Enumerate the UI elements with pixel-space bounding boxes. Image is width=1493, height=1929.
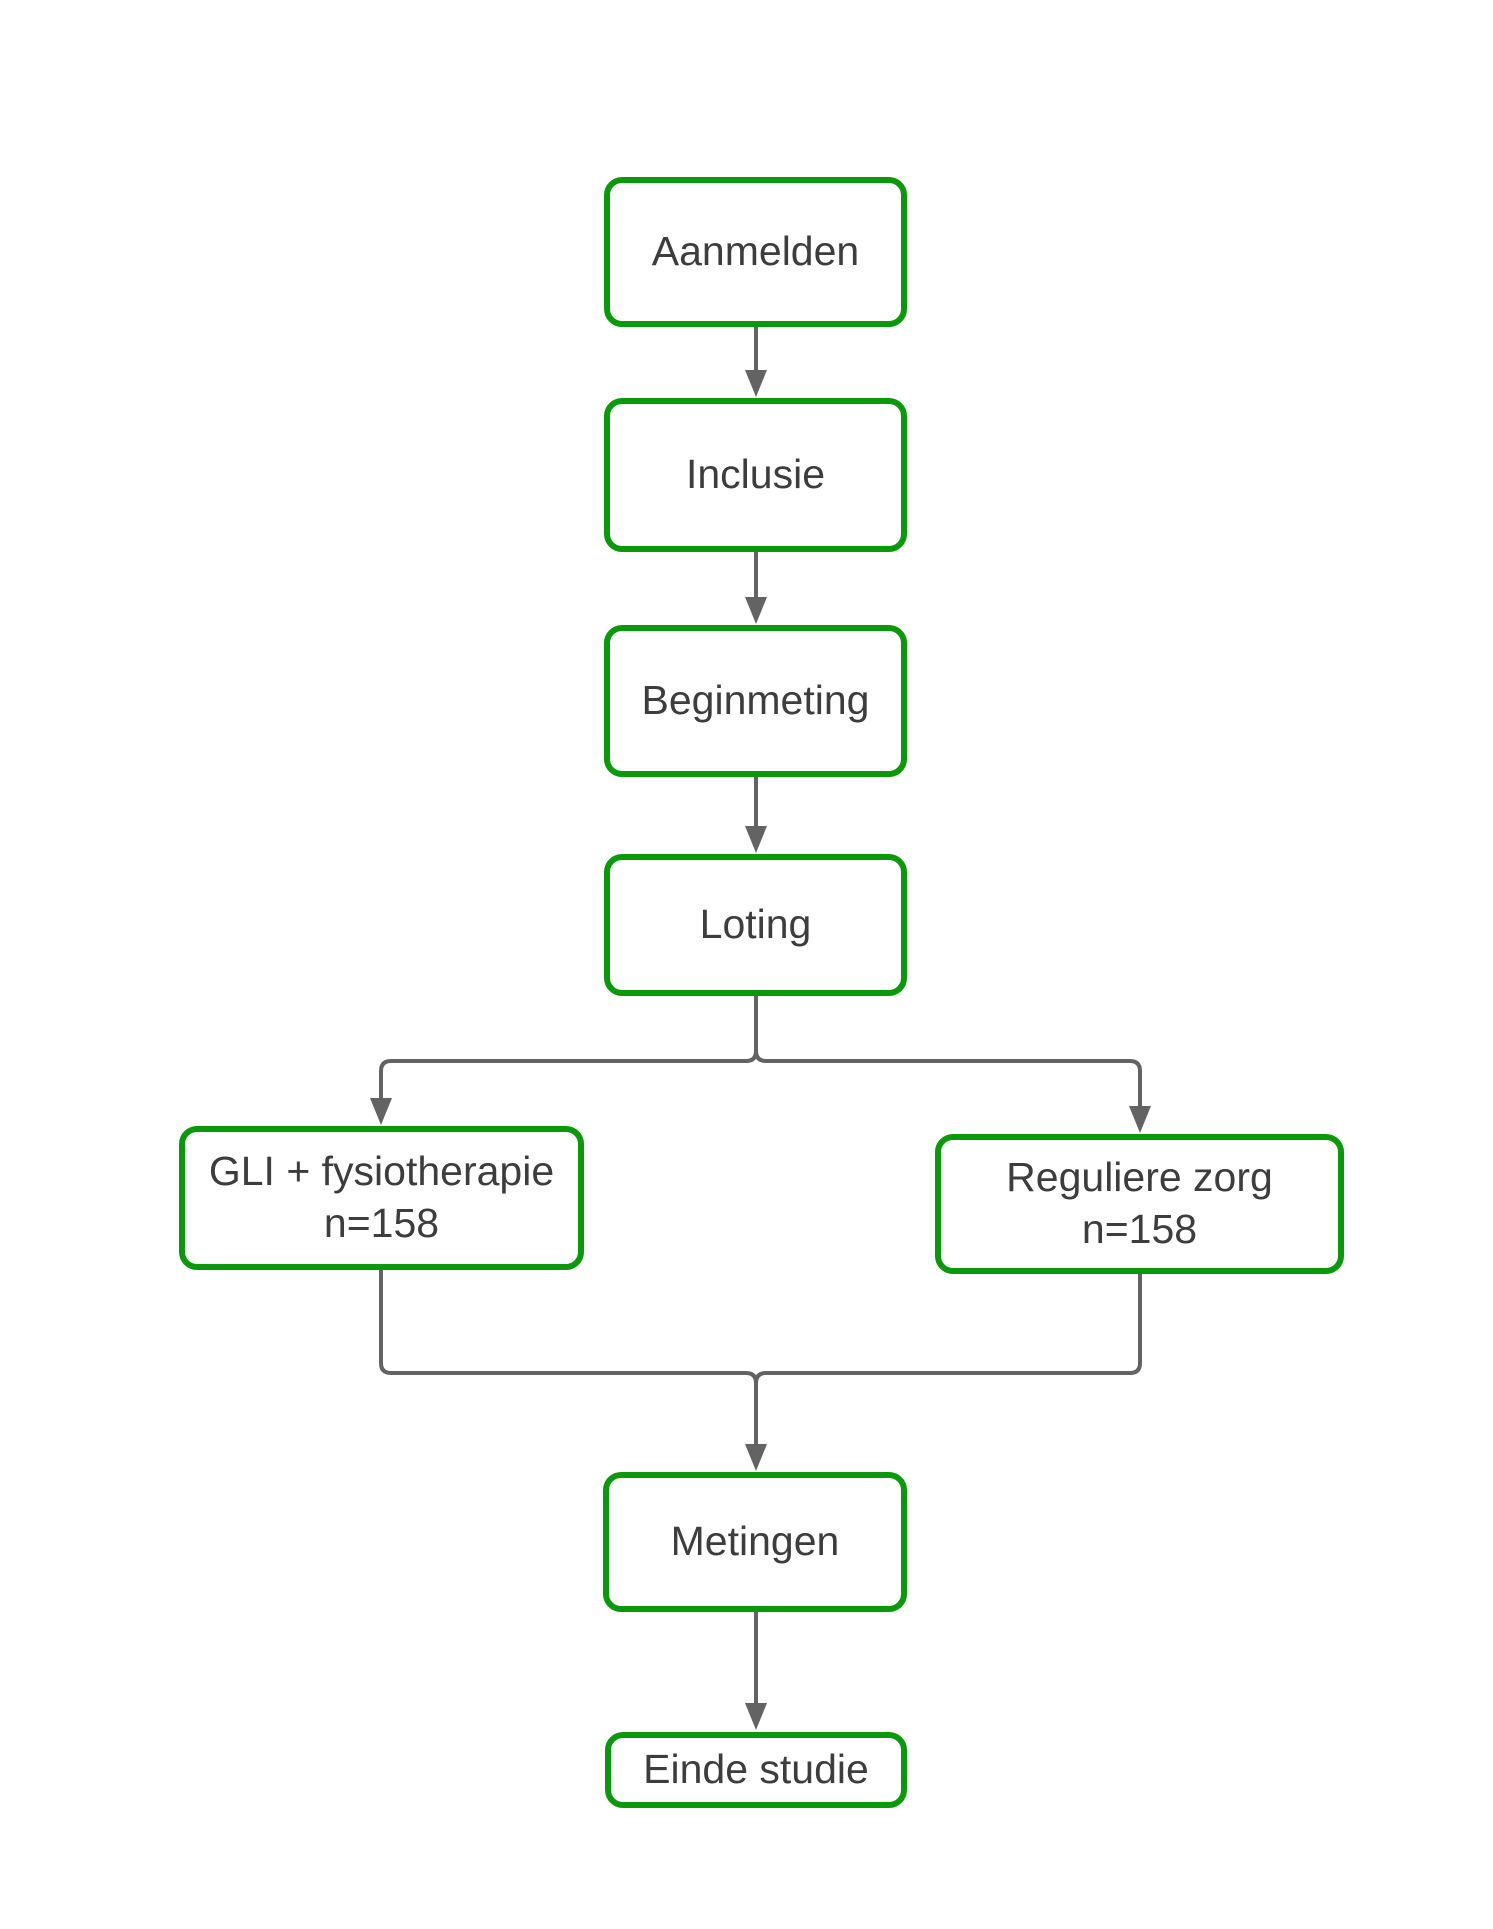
node-metingen: Metingen: [603, 1472, 907, 1612]
node-inclusie: Inclusie: [604, 398, 907, 552]
node-reguliere-zorg: Reguliere zorg n=158: [935, 1134, 1344, 1274]
arrowhead-icon: [745, 826, 767, 853]
node-beginmeting: Beginmeting: [604, 625, 907, 777]
node-label: GLI + fysiotherapie: [208, 1148, 555, 1195]
edge-loting-reguliere: [754, 996, 1142, 1108]
edge-reguliere-metingen: [754, 1274, 1142, 1384]
arrowhead-icon: [745, 370, 767, 397]
arrowhead-icon: [745, 1703, 767, 1730]
node-label: Loting: [699, 901, 812, 948]
edge-loting-gli: [379, 996, 758, 1100]
node-einde-studie: Einde studie: [605, 1732, 907, 1808]
edge-gli-metingen: [379, 1270, 758, 1384]
node-label: Inclusie: [685, 451, 825, 498]
node-label: Metingen: [670, 1518, 840, 1565]
node-sublabel: n=158: [323, 1200, 440, 1246]
node-label: Aanmelden: [651, 228, 860, 275]
node-label: Beginmeting: [641, 677, 870, 724]
arrowhead-icon: [370, 1098, 392, 1125]
node-gli-fysiotherapie: GLI + fysiotherapie n=158: [179, 1126, 584, 1270]
node-aanmelden: Aanmelden: [604, 177, 907, 327]
node-loting: Loting: [604, 854, 907, 996]
node-label: Reguliere zorg: [1006, 1154, 1273, 1201]
node-label: Einde studie: [643, 1746, 869, 1793]
arrowhead-icon: [745, 597, 767, 624]
node-sublabel: n=158: [1081, 1206, 1198, 1252]
arrowhead-icon: [1129, 1106, 1151, 1133]
arrowhead-icon: [745, 1444, 767, 1471]
